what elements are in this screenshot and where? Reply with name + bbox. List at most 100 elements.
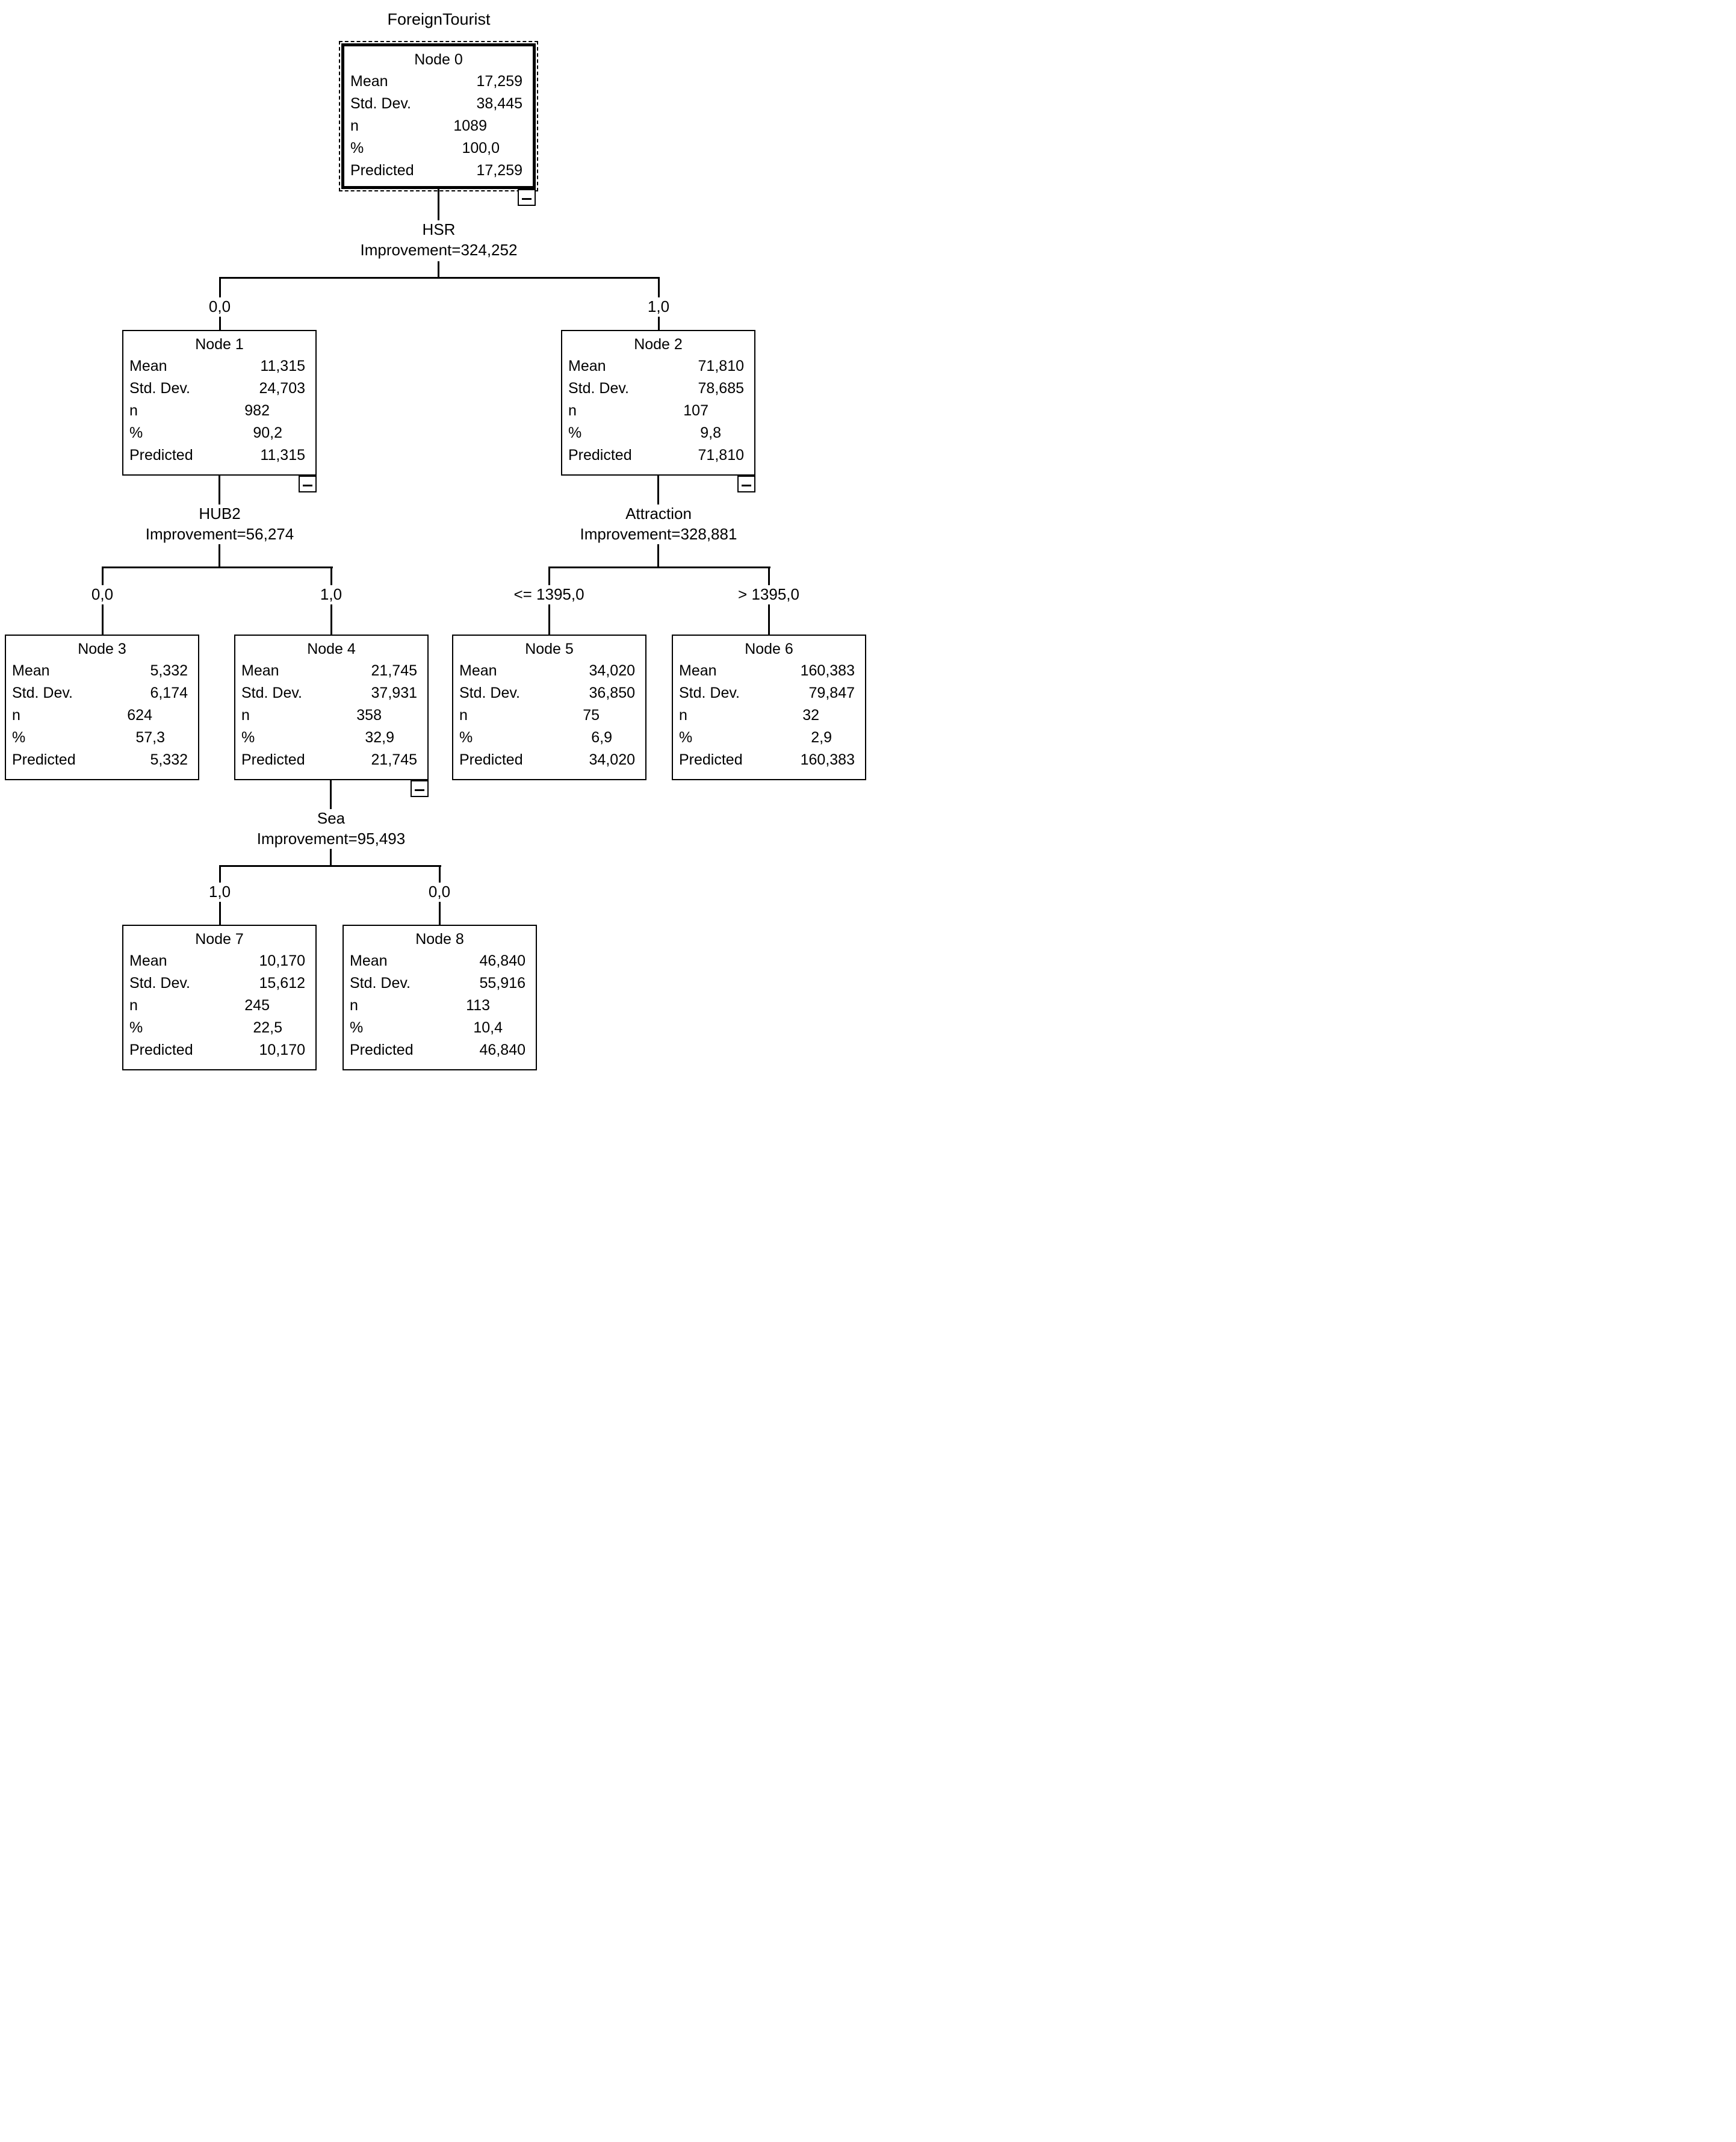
stat-row-n: n 982 (123, 400, 315, 422)
stat-value: 90,2 (253, 424, 282, 441)
stat-label: Mean (129, 358, 167, 374)
stat-row-stddev: Std. Dev. 38,445 (344, 93, 533, 115)
stat-row-mean: Mean 46,840 (344, 950, 536, 972)
branch-label-hsr-right: 1,0 (568, 297, 749, 315)
stat-label: Mean (350, 952, 388, 969)
stat-label: % (679, 729, 693, 746)
stat-row-predicted: Predicted 10,170 (123, 1039, 315, 1061)
collapse-button[interactable] (518, 189, 536, 206)
stat-value: 37,931 (371, 685, 417, 701)
node-title: Node 7 (195, 931, 244, 948)
connector-line (438, 261, 439, 277)
branch-label-sea-right: 0,0 (349, 883, 530, 901)
stat-label: % (459, 729, 473, 746)
stat-value: 245 (244, 997, 270, 1014)
stat-value: 38,445 (476, 95, 522, 112)
node-1[interactable]: Node 1 Mean 11,315 Std. Dev. 24,703 n 98… (122, 330, 317, 492)
stat-value: 624 (127, 707, 152, 724)
stat-value: 21,745 (371, 662, 417, 679)
stat-label: n (129, 997, 138, 1014)
stat-row-stddev: Std. Dev. 55,916 (344, 972, 536, 995)
connector-bar (219, 277, 660, 279)
stat-row-stddev: Std. Dev. 78,685 (562, 377, 754, 400)
split-improvement-hsr: Improvement=324,252 (360, 241, 518, 259)
connector-line (768, 567, 770, 586)
stat-row-stddev: Std. Dev. 37,931 (235, 682, 427, 704)
connector-line (219, 544, 220, 567)
collapse-button[interactable] (737, 476, 755, 492)
stat-value: 9,8 (700, 424, 721, 441)
stat-label: Mean (679, 662, 717, 679)
node-7[interactable]: Node 7 Mean 10,170 Std. Dev. 15,612 n 24… (122, 925, 317, 1070)
connector-bar (219, 865, 441, 867)
stat-label: Std. Dev. (679, 685, 740, 701)
split-variable-hsr: HSR (422, 220, 456, 238)
stat-row-pct: % 90,2 (123, 422, 315, 444)
split-improvement-sea: Improvement=95,493 (256, 830, 406, 848)
stat-value: 11,315 (260, 358, 305, 374)
stat-row-predicted: Predicted 71,810 (562, 444, 754, 467)
stat-label: Predicted (350, 162, 414, 179)
stat-value: 15,612 (259, 975, 305, 992)
stat-value: 75 (583, 707, 600, 724)
stat-value: 46,840 (479, 1042, 525, 1058)
connector-line (438, 189, 439, 220)
stat-row-stddev: Std. Dev. 79,847 (673, 682, 865, 704)
stat-value: 1089 (453, 117, 487, 134)
node-title: Node 8 (415, 931, 464, 948)
stat-value: 71,810 (698, 447, 744, 464)
stat-value: 11,315 (260, 447, 305, 464)
stat-value: 57,3 (135, 729, 165, 746)
stat-label: Predicted (350, 1042, 414, 1058)
stat-value: 6,174 (150, 685, 188, 701)
stat-label: Predicted (129, 1042, 193, 1058)
node-title: Node 4 (307, 641, 356, 657)
node-6[interactable]: Node 6 Mean 160,383 Std. Dev. 79,847 n 3… (672, 635, 866, 780)
stat-row-mean: Mean 5,332 (6, 660, 198, 682)
collapse-button[interactable] (299, 476, 317, 492)
stat-row-mean: Mean 17,259 (344, 70, 533, 93)
connector-line (657, 544, 659, 567)
stat-label: n (459, 707, 468, 724)
stat-label: n (129, 402, 138, 419)
split-variable-attraction: Attraction (625, 504, 692, 523)
connector-line (439, 902, 441, 925)
node-0[interactable]: Node 0 Mean 17,259 Std. Dev. 38,445 n 10… (339, 41, 538, 206)
minus-icon (522, 197, 532, 200)
stat-label: % (129, 424, 143, 441)
stat-label: n (350, 997, 358, 1014)
stat-row-n: n 245 (123, 995, 315, 1017)
stat-value: 113 (466, 997, 490, 1014)
branch-label-attraction-left: <= 1395,0 (459, 585, 639, 603)
stat-label: n (568, 402, 577, 419)
connector-line (219, 317, 221, 330)
node-title: Node 1 (195, 336, 244, 353)
collapse-button[interactable] (411, 780, 429, 797)
stat-label: Std. Dev. (129, 380, 190, 397)
stat-value: 160,383 (800, 751, 855, 768)
stat-label: Mean (350, 73, 388, 90)
stat-value: 78,685 (698, 380, 744, 397)
stat-row-pct: % 22,5 (123, 1017, 315, 1039)
node-3[interactable]: Node 3 Mean 5,332 Std. Dev. 6,174 n 624 … (5, 635, 199, 780)
node-8[interactable]: Node 8 Mean 46,840 Std. Dev. 55,916 n 11… (343, 925, 537, 1070)
stat-label: n (241, 707, 250, 724)
stat-value: 22,5 (253, 1019, 282, 1036)
stat-label: n (679, 707, 687, 724)
branch-label-hsr-left: 0,0 (129, 297, 310, 315)
split-variable-sea: Sea (317, 809, 346, 827)
node-4[interactable]: Node 4 Mean 21,745 Std. Dev. 37,931 n 35… (234, 635, 429, 797)
split-variable-hub2: HUB2 (199, 504, 241, 523)
stat-label: Mean (129, 952, 167, 969)
stat-value: 6,9 (591, 729, 612, 746)
stat-row-mean: Mean 160,383 (673, 660, 865, 682)
stat-value: 5,332 (150, 751, 188, 768)
stat-value: 32 (802, 707, 819, 724)
stat-label: Std. Dev. (350, 975, 411, 992)
stat-row-predicted: Predicted 21,745 (235, 749, 427, 771)
node-2[interactable]: Node 2 Mean 71,810 Std. Dev. 78,685 n 10… (561, 330, 755, 492)
node-5[interactable]: Node 5 Mean 34,020 Std. Dev. 36,850 n 75… (452, 635, 646, 780)
stat-row-pct: % 32,9 (235, 727, 427, 749)
connector-line (658, 277, 660, 299)
stat-label: % (568, 424, 582, 441)
